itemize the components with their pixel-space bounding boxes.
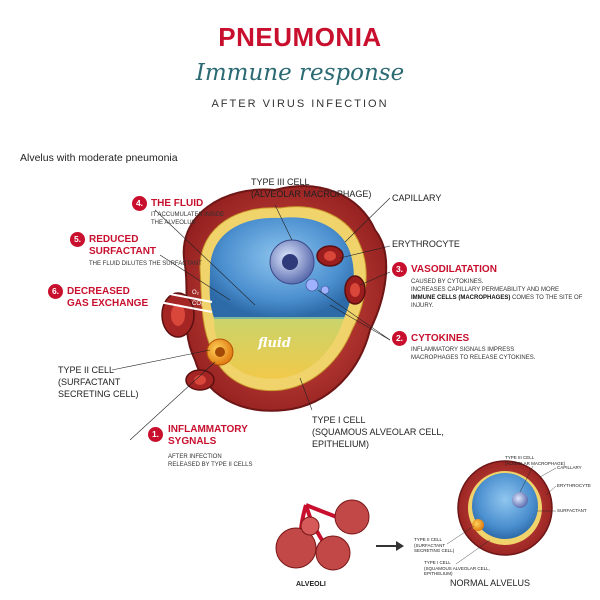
normal-type2-label: TYPE II CELL (SURFACTANT SECRETING CELL) xyxy=(414,537,455,553)
normal-capillary-label: CAPILLARY xyxy=(557,465,582,470)
callout-2-number: 2. xyxy=(392,331,407,346)
callout-6-number: 6. xyxy=(48,284,63,299)
normal-erythrocyte-label: ERYTHROCYTE xyxy=(557,483,591,488)
type3-label: TYPE III CELL (ALVEOLAR MACROPHAGE) xyxy=(251,177,372,199)
callout-3-title: VASODILATATION xyxy=(411,264,497,275)
callout-4-desc: IT ACCUMULATES INSIDE THE ALVEOLUS xyxy=(151,212,225,226)
callout-6-title: DECREASED GAS EXCHANGE xyxy=(67,286,149,309)
callout-3-desc: CAUSED BY CYTOKINES. INCREASES CAPILLARY… xyxy=(411,279,583,309)
normal-caption: NORMAL ALVELUS xyxy=(450,578,531,588)
page-subsubtitle: AFTER VIRUS INFECTION xyxy=(211,98,389,110)
alveoli-caption: ALVEOLI xyxy=(296,581,326,588)
fluid-area xyxy=(214,318,344,379)
capillary-label: CAPILLARY xyxy=(392,193,442,203)
type1-label: TYPE I CELL (SQUAMOUS ALVEOLAR CELL, EPI… xyxy=(312,415,444,449)
callout-2-desc: INFLAMMATORY SIGNALS IMPRESS MACROPHAGES… xyxy=(411,347,536,361)
callout-2-title: CYTOKINES xyxy=(411,333,470,344)
alveoli-cluster xyxy=(275,499,370,571)
callout-3-number: 3. xyxy=(392,262,407,277)
callout-5-title: REDUCED SURFACTANT xyxy=(89,234,157,257)
page-subtitle: Immune response xyxy=(195,60,405,86)
type2-label: TYPE II CELL (SURFACTANT SECRETING CELL) xyxy=(58,365,139,399)
callout-5-desc: THE FLUID DILUTES THE SURFACTANT xyxy=(89,261,202,267)
normal-surfactant-label: SURFACTANT xyxy=(557,508,587,513)
page-title: PNEUMONIA xyxy=(218,22,382,52)
erythrocyte-label: ERYTHROCYTE xyxy=(392,239,460,249)
fluid-label: fluid xyxy=(258,336,291,351)
main-caption: Alvelus with moderate pneumonia xyxy=(20,152,178,164)
callout-1-title: INFLAMMATORY SYGNALS xyxy=(168,424,248,447)
callout-4-number: 4. xyxy=(132,196,147,211)
callout-4-title: THE FLUID xyxy=(151,198,204,209)
o2-label: O₂ xyxy=(192,290,199,296)
normal-type3-label: TYPE III CELL (ALVEOLAR MACROPHAGE) xyxy=(505,455,566,466)
co2-label: CO₂ xyxy=(192,301,204,307)
callout-1-desc: AFTER INFECTION RELEASED BY TYPE II CELL… xyxy=(168,454,253,468)
callout-5-number: 5. xyxy=(70,232,85,247)
normal-type1-label: TYPE I CELL (SQUAMOUS ALVEOLAR CELL, EPI… xyxy=(424,560,490,576)
normal-alveolus xyxy=(457,460,553,556)
callout-1-number: 1. xyxy=(148,427,163,442)
